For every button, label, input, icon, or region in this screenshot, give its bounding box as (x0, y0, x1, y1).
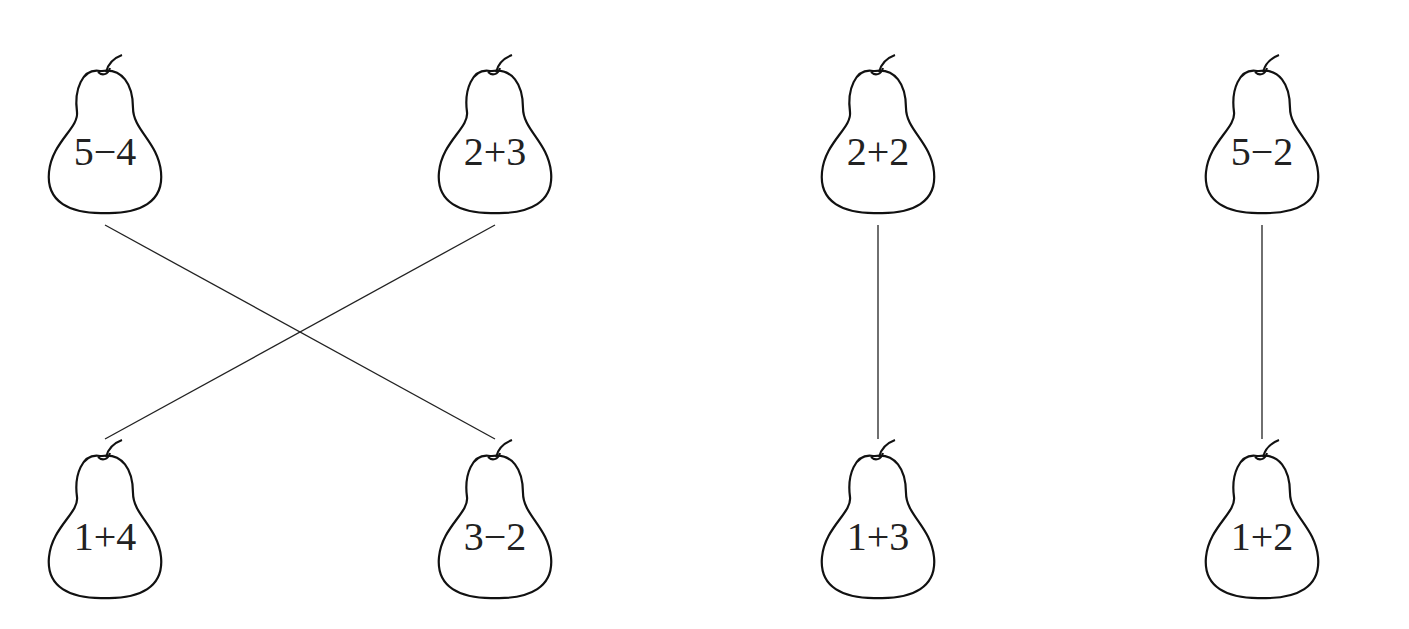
pear-stem (98, 55, 122, 74)
match-line (105, 225, 495, 439)
pear-node: 5−2 (1197, 52, 1327, 217)
pear-node: 1+4 (40, 437, 170, 602)
sum-text: 1+4 (40, 514, 170, 560)
pear-node: 2+3 (430, 52, 560, 217)
sum-text: 2+3 (430, 129, 560, 175)
pear-node: 5−4 (40, 52, 170, 217)
sum-text: 3−2 (430, 514, 560, 560)
match-line (877, 225, 878, 439)
pear-stem (488, 55, 512, 74)
match-line (1261, 225, 1262, 439)
pear-node: 2+2 (813, 52, 943, 217)
pear-stem (871, 55, 895, 74)
pear-stem (1255, 55, 1279, 74)
sum-text: 1+3 (813, 514, 943, 560)
match-line (105, 225, 495, 439)
sum-text: 1+2 (1197, 514, 1327, 560)
pear-node: 1+3 (813, 437, 943, 602)
pear-stem (871, 440, 895, 459)
pear-stem (1255, 440, 1279, 459)
sum-text: 5−2 (1197, 129, 1327, 175)
pear-stem (488, 440, 512, 459)
pear-node: 1+2 (1197, 437, 1327, 602)
pear-node: 3−2 (430, 437, 560, 602)
pear-stem (98, 440, 122, 459)
sum-text: 2+2 (813, 129, 943, 175)
sum-text: 5−4 (40, 129, 170, 175)
